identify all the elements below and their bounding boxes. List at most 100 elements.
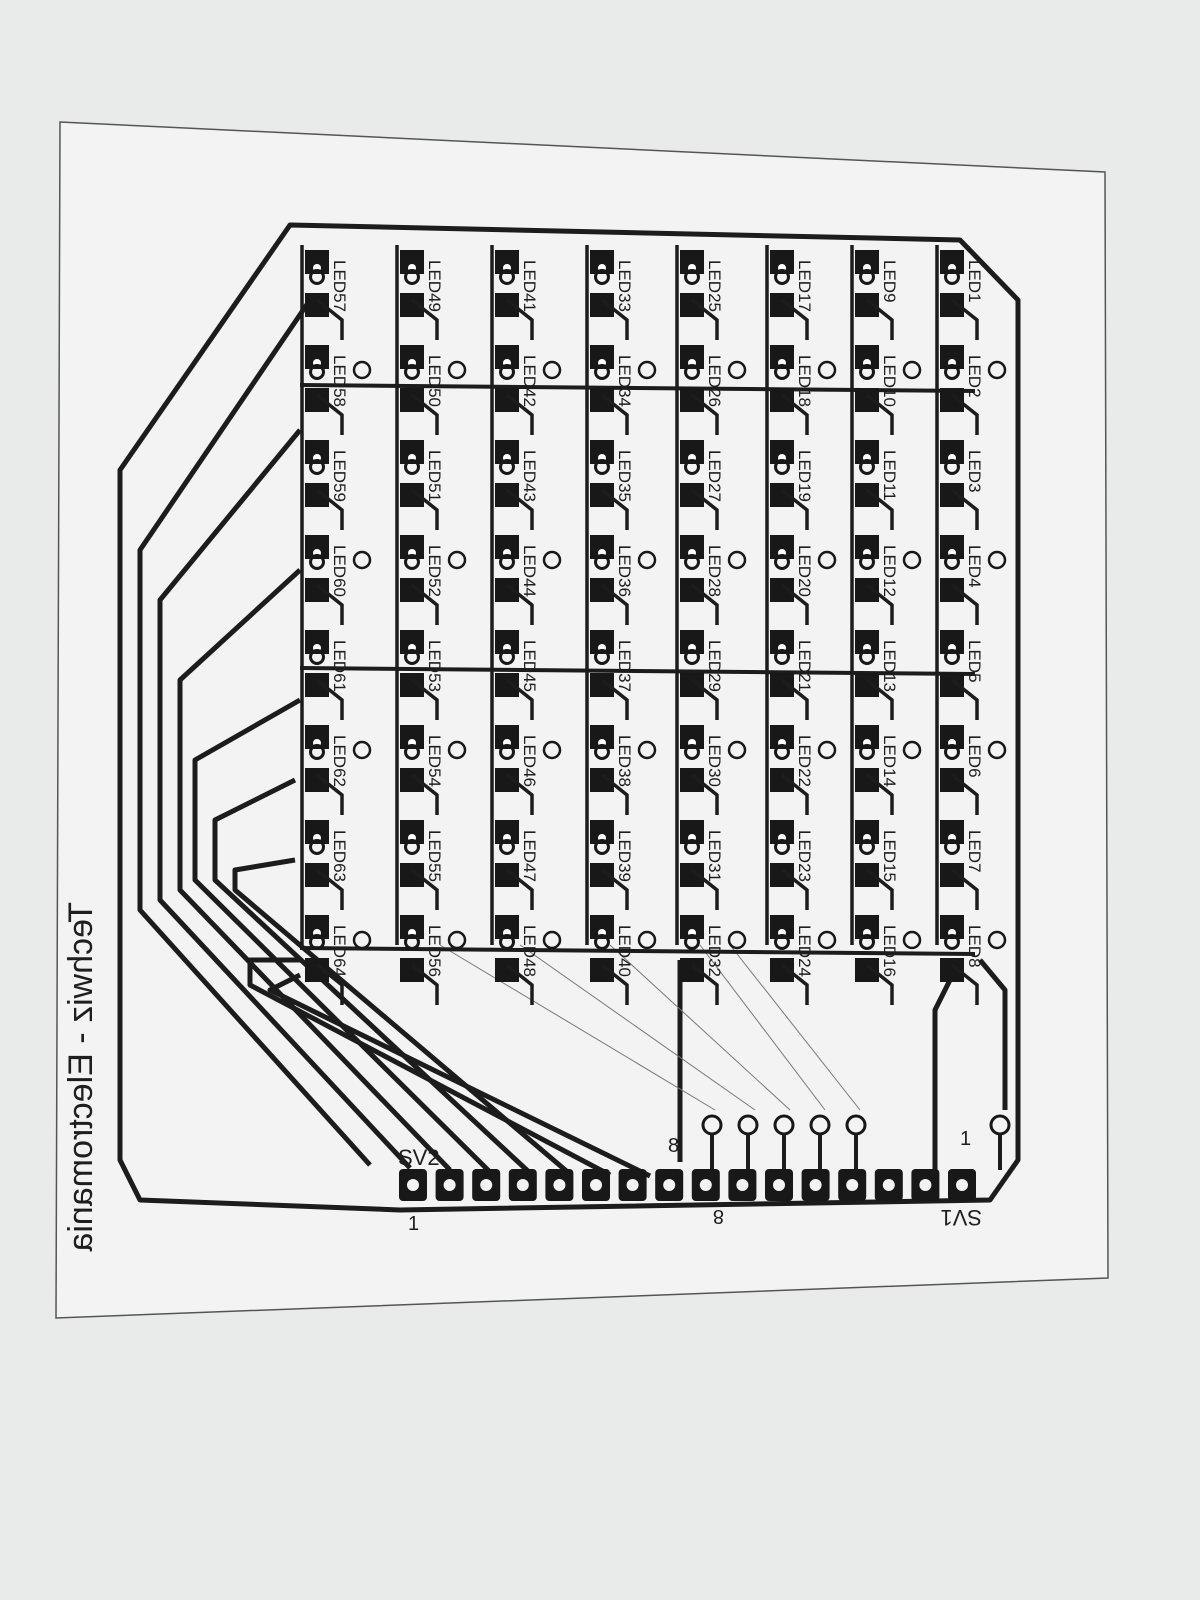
led-label: LED61 [330,640,349,692]
led-trace [865,678,894,720]
pad-ring [944,839,960,855]
led-trace [865,488,894,530]
pad-ring [859,459,875,475]
led-footprint [680,820,719,910]
pad-ring [684,744,700,760]
via [817,930,837,950]
pad-ring [404,554,420,570]
connector-pin-hole [919,1179,932,1191]
pad-ring [944,649,960,665]
led-trace [600,583,629,625]
led-label: LED44 [520,545,539,597]
led-label: LED21 [795,640,814,692]
led-trace [505,488,534,530]
led-label: LED63 [330,830,349,882]
connector-pin-hole [480,1179,493,1191]
led-trace [780,773,809,815]
via [637,360,657,380]
board-outline [117,222,1021,1213]
led-footprint [590,630,629,720]
led-trace [505,583,534,625]
led-footprint [940,250,979,340]
led-footprint [305,250,344,340]
led-trace [780,298,809,340]
led-label: LED13 [880,640,899,692]
led-parts [305,250,979,1005]
led-trace [410,298,439,340]
led-footprint [590,345,629,435]
led-footprint [590,440,629,530]
led-footprint [400,535,439,625]
led-footprint [770,440,809,530]
pad-ring [944,459,960,475]
sv2-pin-first-label: 1 [408,1213,419,1235]
pad-ring [404,649,420,665]
pad-ring [499,269,515,285]
pad-ring [774,744,790,760]
led-trace [950,488,979,530]
via [542,930,562,950]
led-footprint [855,535,894,625]
pad-ring [774,269,790,285]
led-labels: LED1LED2LED3LED4LED5LED6LED7LED8LED9LED1… [330,260,984,977]
pad-ring [309,554,325,570]
led-trace [600,773,629,815]
connector-pin-hole [736,1179,749,1191]
sv1-pin-last-label: 8 [713,1205,724,1227]
via [817,360,837,380]
via [352,550,372,570]
via [817,550,837,570]
led-trace [600,868,629,910]
pad-ring [774,934,790,950]
pad-ring [309,364,325,380]
led-label: LED55 [425,830,444,882]
led-footprint [680,440,719,530]
led-trace [780,678,809,720]
led-footprint [400,250,439,340]
led-footprint [855,630,894,720]
via [987,930,1007,950]
led-trace [505,298,534,340]
led-footprint [305,535,344,625]
via [352,930,372,950]
led-trace [690,963,719,1005]
pad-ring [499,744,515,760]
via [902,930,922,950]
via [987,550,1007,570]
via [902,740,922,760]
led-label: LED35 [615,450,634,502]
pad-ring [499,934,515,950]
pad-ring [684,364,700,380]
sv1-label: SV1 [940,1205,982,1230]
led-label: LED28 [705,545,724,597]
connector-pin-hole [443,1179,456,1191]
pad-ring [594,364,610,380]
pad-ring [944,364,960,380]
led-trace [410,488,439,530]
led-label: LED15 [880,830,899,882]
led-footprint [940,915,979,1005]
led-label: LED49 [425,260,444,312]
pad-ring [309,649,325,665]
led-trace [410,583,439,625]
led-footprint [305,820,344,910]
led-trace [690,678,719,720]
led-trace [865,963,894,1005]
pad-ring [594,459,610,475]
led-label: LED46 [520,735,539,787]
pad-ring [309,269,325,285]
via [727,740,747,760]
led-label: LED9 [880,260,899,303]
led-trace [600,298,629,340]
led-label: LED62 [330,735,349,787]
led-footprint [400,345,439,435]
led-trace [690,393,719,435]
led-footprint [400,630,439,720]
led-trace [865,868,894,910]
led-label: LED19 [795,450,814,502]
led-footprint [940,440,979,530]
led-label: LED64 [330,925,349,977]
pad-ring [859,934,875,950]
led-footprint [590,820,629,910]
